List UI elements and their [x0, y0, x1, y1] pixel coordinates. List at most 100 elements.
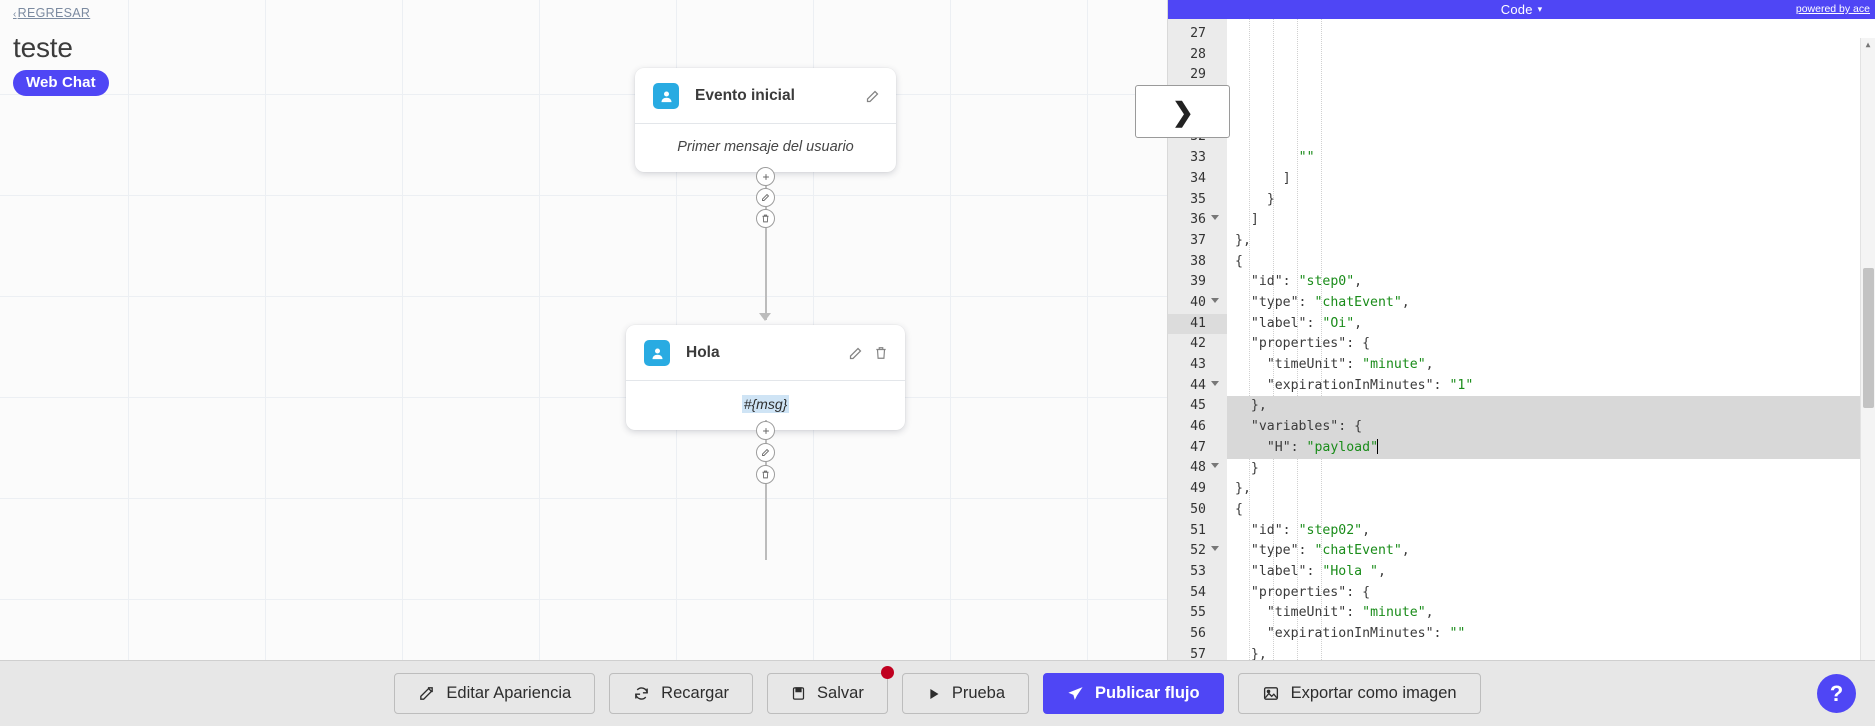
code-line[interactable]: }, [1235, 481, 1251, 497]
code-line[interactable]: "" [1298, 150, 1315, 166]
code-line[interactable]: "expirationInMinutes": "1" [1266, 377, 1474, 393]
gutter-line-number: 45 [1190, 398, 1206, 414]
code-line[interactable]: { [1235, 253, 1243, 269]
code-line[interactable]: "type": "chatEvent", [1250, 295, 1410, 311]
bottom-toolbar: Editar Apariencia Recargar Salvar Prueba Pub… [0, 660, 1875, 726]
fold-arrow-icon[interactable] [1211, 463, 1219, 469]
gutter-line-number: 57 [1190, 646, 1206, 660]
user-avatar-icon [644, 340, 670, 366]
gutter-line-number: 37 [1190, 232, 1206, 248]
canvas-header: ‹REGRESAR teste Web Chat [13, 4, 109, 97]
code-line[interactable]: "type": "chatEvent", [1250, 543, 1410, 559]
publicar-flujo-button[interactable]: Publicar flujo [1043, 673, 1224, 714]
code-line[interactable]: "H": "payload" [1227, 437, 1875, 459]
save-disk-icon [791, 685, 806, 702]
editor-code-area[interactable]: "" ] } ]}, { "id": "step0", "type": "chat… [1227, 19, 1875, 660]
gutter-line-number: 51 [1190, 522, 1206, 538]
back-link[interactable]: ‹REGRESAR [13, 6, 90, 20]
gutter-line-number: 36 [1168, 210, 1227, 231]
edit-step-button-1[interactable] [756, 188, 775, 207]
gutter-line-number: 56 [1190, 625, 1206, 641]
send-icon [1067, 685, 1084, 702]
gutter-line-number: 50 [1190, 501, 1206, 517]
editar-apariencia-button[interactable]: Editar Apariencia [394, 673, 596, 714]
add-step-button-1[interactable] [756, 167, 775, 186]
delete-step-button-1[interactable] [756, 209, 775, 228]
fold-arrow-icon[interactable] [1211, 215, 1219, 221]
gutter-line-number: 35 [1190, 191, 1206, 207]
powered-by-link[interactable]: powered by ace [1795, 3, 1870, 15]
code-line[interactable]: }, [1235, 232, 1251, 248]
node-title: Hola [686, 344, 720, 361]
scrollbar-thumb[interactable] [1863, 268, 1874, 408]
recargar-button[interactable]: Recargar [609, 673, 754, 714]
code-line[interactable]: } [1250, 460, 1259, 476]
chevron-right-icon: ❯ [1172, 96, 1194, 127]
code-line[interactable]: "variables": { [1227, 417, 1875, 438]
code-line[interactable]: "id": "step0", [1250, 274, 1363, 290]
code-line[interactable]: "id": "step02", [1250, 522, 1371, 538]
gutter-line-number: 40 [1168, 293, 1227, 314]
exportar-como-imagen-button[interactable]: Exportar como imagen [1237, 673, 1481, 714]
gutter-line-number: 55 [1190, 605, 1206, 621]
node-body: #{msg} [626, 381, 905, 430]
fold-arrow-icon[interactable] [1211, 297, 1219, 303]
code-line[interactable]: "properties": { [1250, 336, 1371, 352]
pencil-icon[interactable] [865, 89, 880, 104]
button-label: Prueba [951, 684, 1006, 702]
gutter-line-number: 43 [1190, 357, 1206, 372]
add-step-button-2[interactable] [756, 421, 775, 440]
scroll-up-arrow-icon[interactable]: ▲ [1865, 39, 1871, 49]
connector-arrow-1 [759, 313, 771, 321]
gutter-line-number: 44 [1168, 376, 1227, 397]
gutter-line-number: 29 [1190, 67, 1206, 83]
user-avatar-icon [653, 83, 679, 109]
code-line[interactable]: "expirationInMinutes": "" [1266, 626, 1466, 642]
gutter-line-number: 41 [1168, 313, 1227, 335]
collapse-panel-button[interactable]: ❯ [1135, 85, 1230, 138]
gutter-line-number: 34 [1190, 170, 1206, 186]
code-line[interactable]: }, [1250, 646, 1267, 660]
page-title: teste [13, 32, 73, 63]
code-editor[interactable]: 2728293031323334353637383940414243444546… [1168, 19, 1875, 660]
edit-step-button-2[interactable] [756, 443, 775, 462]
edit-square-icon [418, 685, 435, 702]
code-line[interactable]: ] [1250, 212, 1259, 228]
flow-node-evento-inicial[interactable]: Evento inicial Primer mensaje del usuari… [635, 68, 896, 172]
button-label: Salvar [817, 684, 864, 702]
code-panel-header[interactable]: Code ▾ powered by ace [1168, 0, 1875, 19]
fold-arrow-icon[interactable] [1211, 380, 1219, 386]
gutter-line-number: 46 [1190, 419, 1206, 435]
code-line[interactable]: "timeUnit": "minute", [1266, 357, 1434, 373]
flow-canvas[interactable]: ‹REGRESAR teste Web Chat Evento inicial [0, 0, 1167, 660]
button-label: Editar Apariencia [446, 684, 572, 702]
pencil-icon[interactable] [848, 346, 863, 361]
fold-arrow-icon[interactable] [1211, 546, 1219, 552]
code-line[interactable]: "timeUnit": "minute", [1266, 605, 1434, 621]
image-icon [1262, 685, 1280, 702]
gutter-line-number: 49 [1190, 481, 1206, 497]
refresh-icon [633, 685, 650, 702]
node-message-text: Primer mensaje del usuario [677, 139, 854, 155]
prueba-button[interactable]: Prueba [901, 673, 1030, 714]
gutter-line-number: 27 [1190, 26, 1206, 41]
code-line[interactable]: { [1235, 501, 1243, 517]
node-title: Evento inicial [695, 87, 795, 104]
code-line[interactable]: "label": "Oi", [1250, 315, 1363, 331]
editor-scrollbar[interactable]: ▲ [1860, 38, 1875, 660]
node-body: Primer mensaje del usuario [635, 124, 896, 172]
node-variable-chip: #{msg} [741, 395, 790, 413]
code-line[interactable]: "properties": { [1250, 584, 1371, 600]
code-line[interactable]: }, [1227, 396, 1875, 418]
delete-step-button-2[interactable] [756, 465, 775, 484]
salvar-button[interactable]: Salvar [767, 666, 894, 714]
trash-icon[interactable] [874, 346, 889, 361]
code-line[interactable]: } [1266, 191, 1275, 207]
help-button[interactable]: ? [1817, 674, 1856, 713]
code-line[interactable]: ] [1282, 170, 1291, 186]
gutter-line-number: 38 [1190, 253, 1206, 269]
chevron-down-icon[interactable]: ▾ [1537, 4, 1543, 14]
flow-node-hola[interactable]: Hola #{msg} [626, 325, 905, 430]
code-line[interactable]: "label": "Hola ", [1250, 563, 1386, 579]
